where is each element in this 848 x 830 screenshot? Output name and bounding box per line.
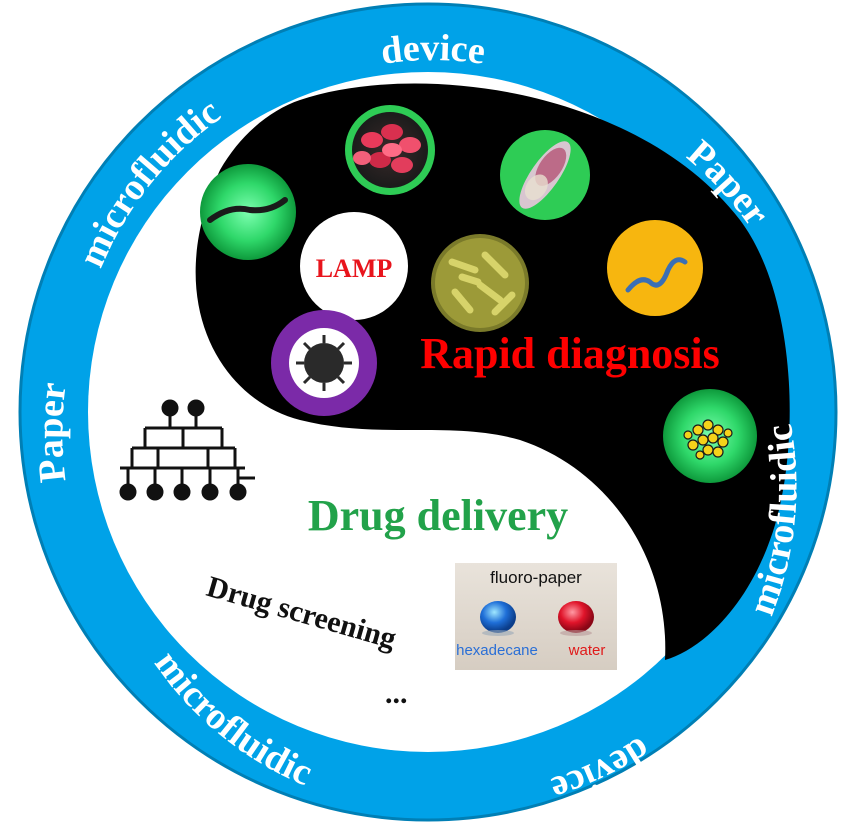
lamp-label: LAMP — [316, 254, 393, 283]
red-blood-cells-image — [345, 105, 435, 195]
virus-image — [271, 310, 377, 416]
water-droplet — [558, 601, 594, 633]
bacteria-image — [431, 234, 529, 332]
dendrimer-structure-icon — [119, 399, 255, 501]
ellipsis-label: ... — [385, 677, 408, 710]
hexadecane-label: hexadecane — [456, 642, 538, 659]
lamp-circle: LAMP — [300, 212, 408, 320]
drug-delivery-label: Drug delivery — [308, 491, 568, 540]
yellow-particles-image — [663, 389, 757, 483]
orange-worm-image — [607, 220, 703, 316]
green-strand-image — [200, 164, 296, 260]
fluoro-paper-title: fluoro-paper — [490, 568, 582, 587]
rapid-diagnosis-label: Rapid diagnosis — [420, 329, 720, 378]
ring-word-device-top: device — [379, 27, 488, 73]
water-label: water — [568, 642, 606, 659]
fluoro-paper-panel: fluoro-paper hexadecane water — [455, 563, 617, 670]
corn-cob-image — [500, 130, 590, 220]
ring-word-paper-left: Paper — [29, 380, 74, 484]
hexadecane-droplet — [480, 601, 516, 633]
